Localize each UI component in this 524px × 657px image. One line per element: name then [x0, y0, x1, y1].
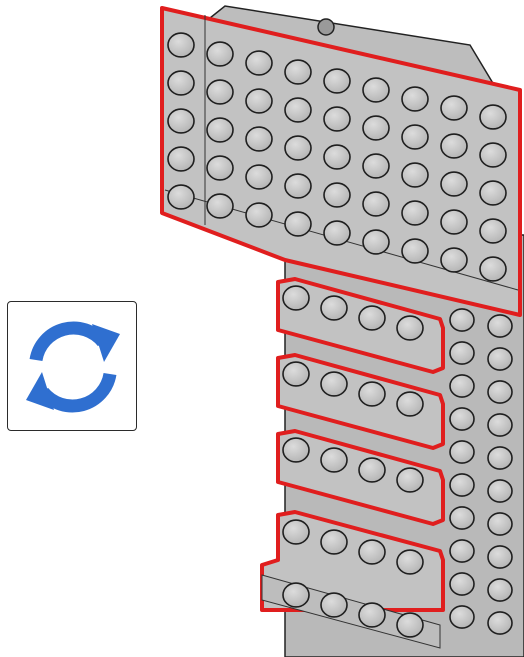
stud [480, 257, 506, 281]
stud [363, 116, 389, 140]
stud [207, 118, 233, 142]
stud [441, 172, 467, 196]
stud [359, 540, 385, 564]
stud [246, 203, 272, 227]
stud [283, 286, 309, 310]
stud [402, 125, 428, 149]
stud [283, 583, 309, 607]
stud [321, 530, 347, 554]
stud [397, 316, 423, 340]
stud [324, 221, 350, 245]
stud [441, 210, 467, 234]
stud [488, 414, 512, 436]
stud [207, 156, 233, 180]
stud [450, 606, 474, 628]
top-stud [318, 19, 334, 35]
stud [207, 42, 233, 66]
stud [285, 212, 311, 236]
stud [207, 80, 233, 104]
stud [488, 447, 512, 469]
stud [324, 107, 350, 131]
stud [441, 248, 467, 272]
stud [168, 33, 194, 57]
stud [321, 593, 347, 617]
stud [397, 468, 423, 492]
stud [450, 540, 474, 562]
stud [402, 239, 428, 263]
stud [246, 89, 272, 113]
stud [488, 513, 512, 535]
stud [450, 507, 474, 529]
stud [321, 372, 347, 396]
stud [324, 183, 350, 207]
stud [480, 105, 506, 129]
stud [359, 306, 385, 330]
stud [168, 109, 194, 133]
stud [359, 382, 385, 406]
stud [402, 201, 428, 225]
stud [488, 480, 512, 502]
stud [488, 381, 512, 403]
stud [450, 408, 474, 430]
stud [450, 573, 474, 595]
stud [441, 96, 467, 120]
stud [480, 219, 506, 243]
stud [168, 185, 194, 209]
stud [168, 71, 194, 95]
stud [488, 579, 512, 601]
stud [450, 441, 474, 463]
stud [450, 474, 474, 496]
stud [402, 87, 428, 111]
stud [450, 342, 474, 364]
stud [488, 612, 512, 634]
stud [480, 143, 506, 167]
stud [488, 546, 512, 568]
stud [246, 165, 272, 189]
stud [207, 194, 233, 218]
stud [285, 60, 311, 84]
stud [246, 127, 272, 151]
stud [246, 51, 272, 75]
stud [450, 309, 474, 331]
rotate-refresh-icon [8, 302, 138, 432]
stud [450, 375, 474, 397]
stud [283, 362, 309, 386]
stud [397, 550, 423, 574]
stud [321, 448, 347, 472]
stud [321, 296, 347, 320]
stud [285, 98, 311, 122]
stud [363, 154, 389, 178]
stud [363, 192, 389, 216]
stud [397, 392, 423, 416]
stud [324, 145, 350, 169]
stud [283, 520, 309, 544]
stud [283, 438, 309, 462]
stud [402, 163, 428, 187]
stud [285, 136, 311, 160]
stud [488, 315, 512, 337]
stud [363, 78, 389, 102]
stud [397, 613, 423, 637]
stud [363, 230, 389, 254]
stud [480, 181, 506, 205]
stud [285, 174, 311, 198]
stud [359, 603, 385, 627]
stud [324, 69, 350, 93]
stud [488, 348, 512, 370]
stud [359, 458, 385, 482]
stud [168, 147, 194, 171]
rotate-button[interactable] [7, 301, 137, 431]
stud [441, 134, 467, 158]
